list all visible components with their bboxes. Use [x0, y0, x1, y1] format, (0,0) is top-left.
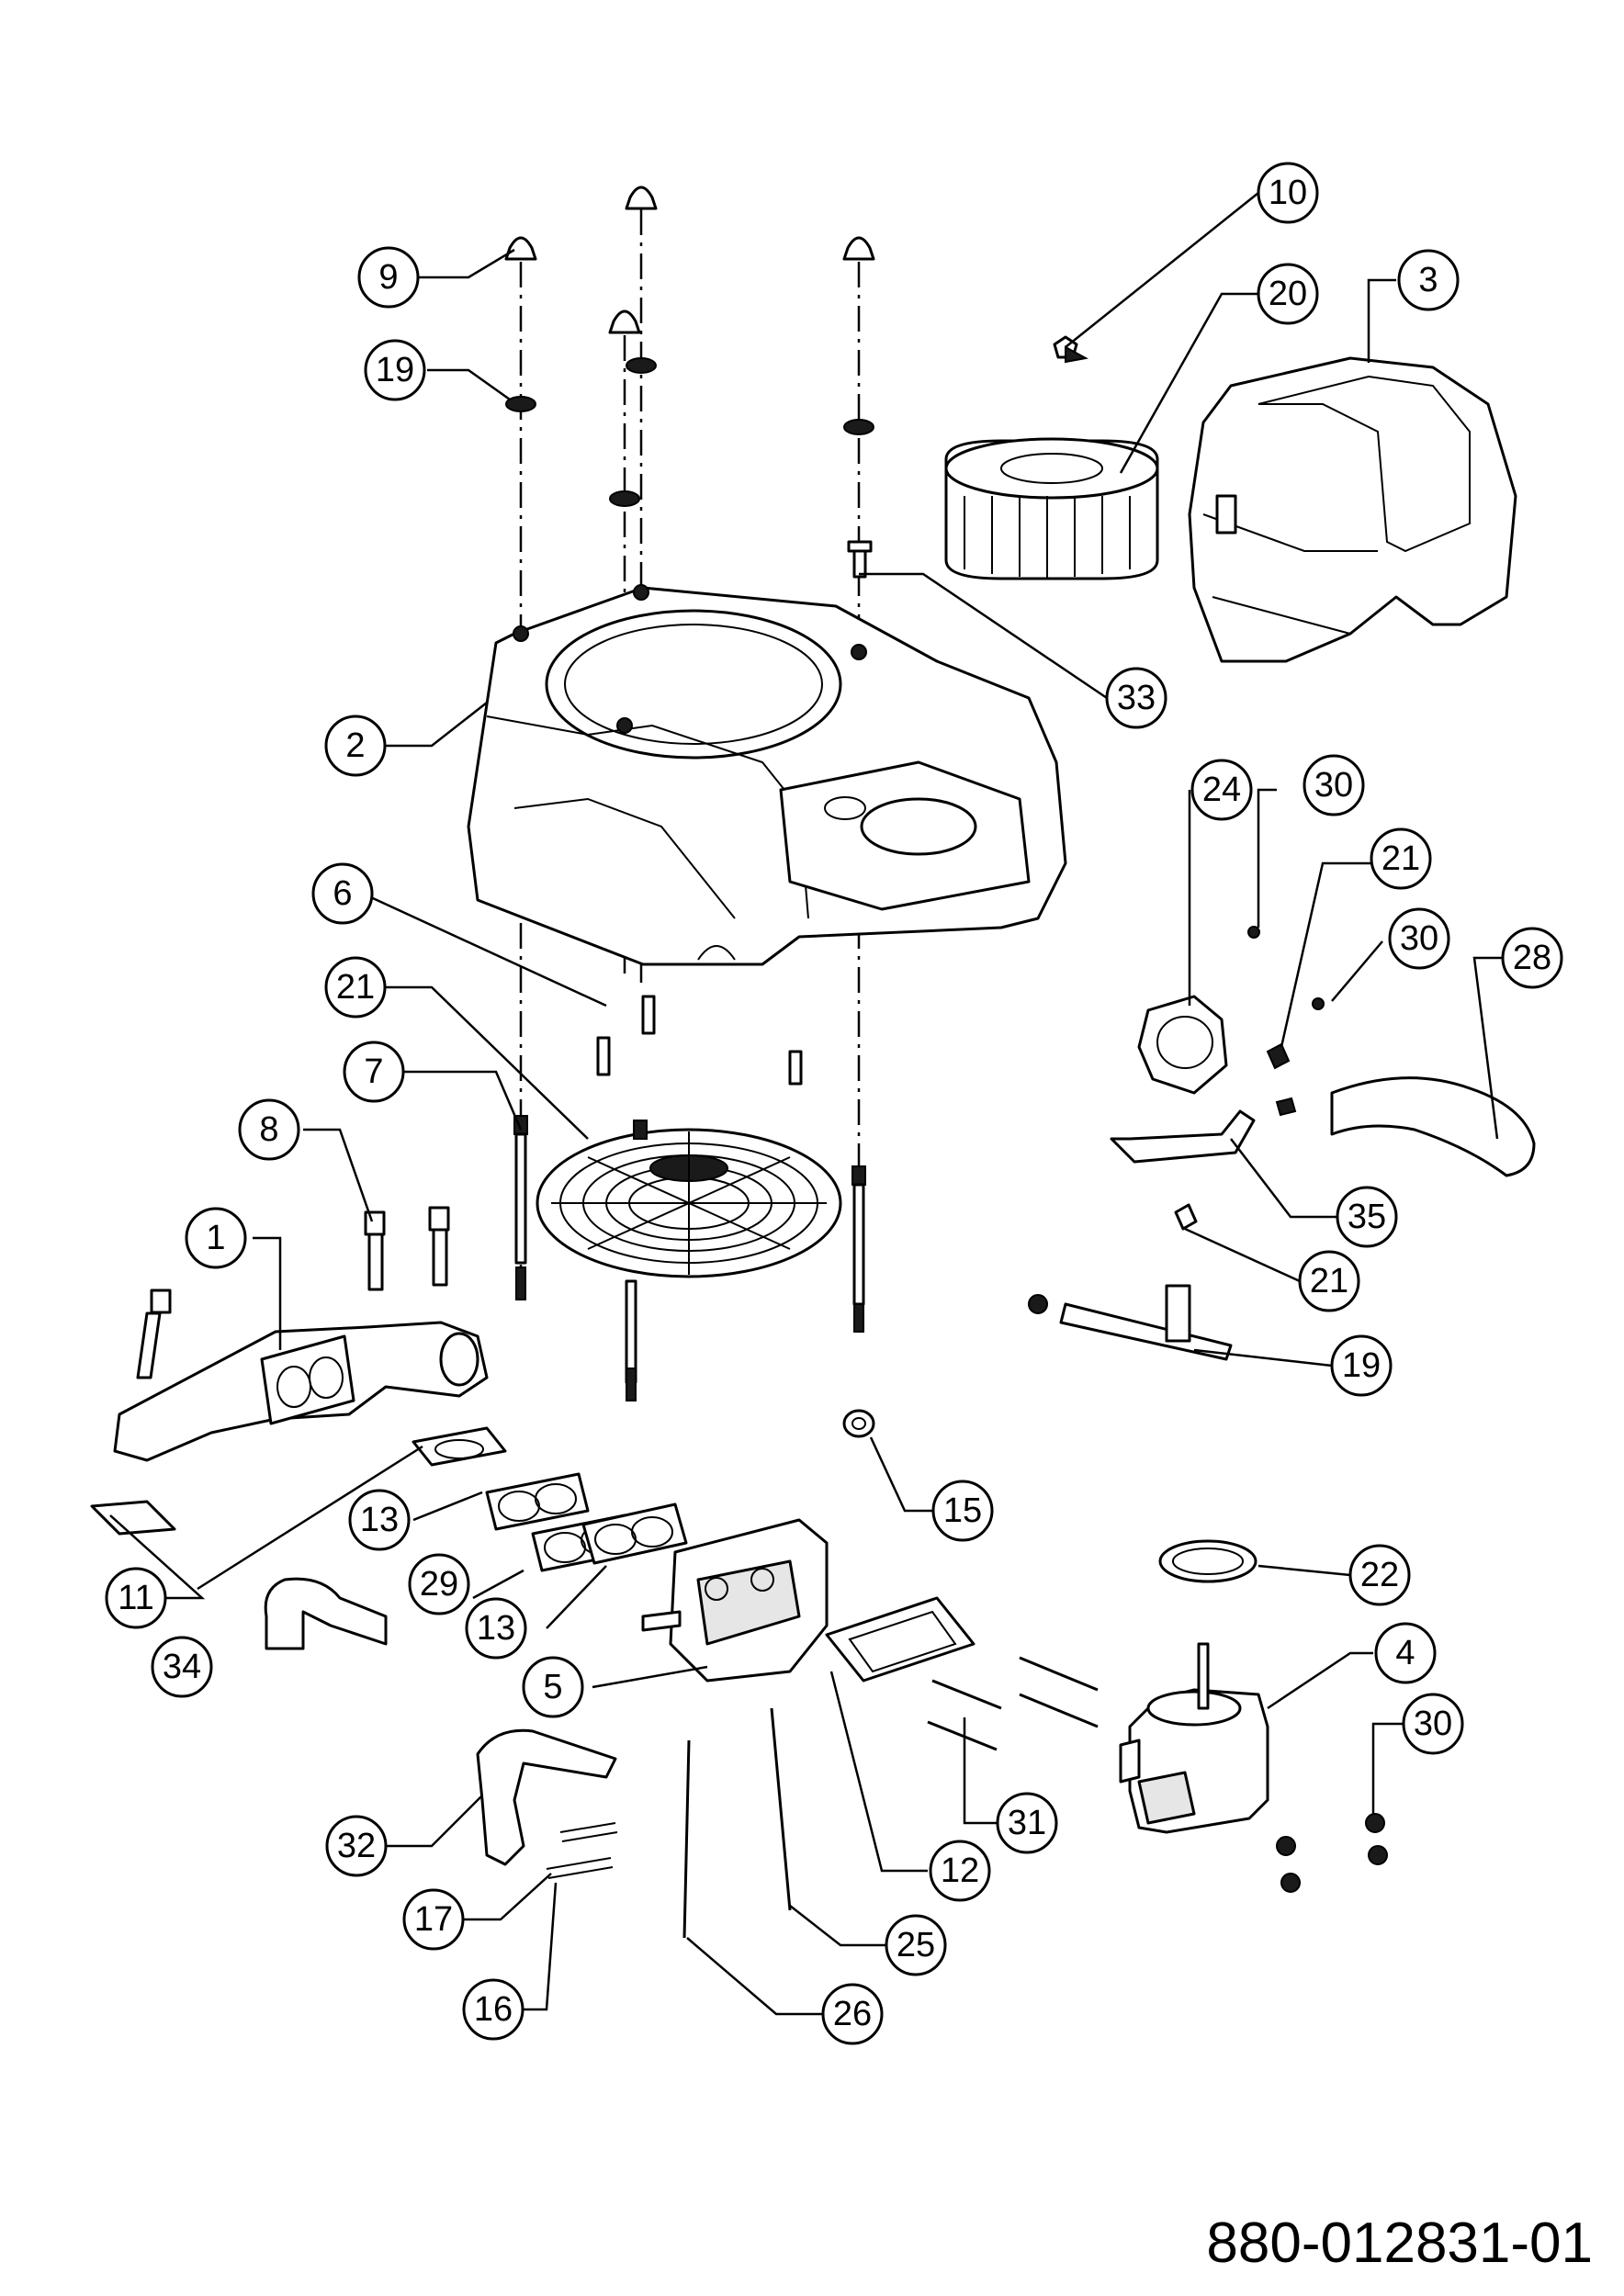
grommet — [842, 1409, 875, 1438]
svg-text:15: 15 — [943, 1491, 982, 1530]
callout-25: 24 — [1190, 759, 1253, 821]
callout-22: 21 — [324, 956, 387, 1019]
long-bolts — [513, 995, 866, 1401]
callout-bubbles: 9 19 10 20 3 2 33 6 21 7 8 1 24 30 21 30… — [105, 162, 1563, 2045]
carburetor — [641, 1518, 829, 1683]
svg-text:21: 21 — [1310, 1262, 1348, 1300]
blower-housing — [467, 584, 1067, 966]
callout-31: 33 — [1105, 667, 1167, 729]
callout-20: 20 — [1257, 263, 1319, 325]
callout-9: 9 — [357, 246, 420, 309]
top-nuts-washers — [504, 186, 875, 579]
svg-text:33: 33 — [1117, 679, 1156, 717]
callout-12: 12 — [929, 1840, 991, 1902]
svg-text:25: 25 — [897, 1926, 935, 1964]
callout-32: 34 — [151, 1636, 213, 1698]
wing-nut — [1053, 335, 1088, 364]
svg-text:13: 13 — [477, 1609, 515, 1648]
callout-1: 1 — [185, 1207, 247, 1269]
svg-text:22: 22 — [1360, 1556, 1399, 1594]
callout-24: 22 — [1348, 1544, 1411, 1606]
callout-19-top: 19 — [364, 339, 426, 401]
callout-16: 16 — [462, 1978, 524, 2041]
callout-30-top: 30 — [1303, 754, 1365, 816]
callout-15: 15 — [931, 1480, 994, 1542]
gaskets — [90, 1426, 688, 1572]
svg-text:16: 16 — [474, 1990, 513, 2029]
leader-lines — [109, 192, 1502, 2016]
svg-text:34: 34 — [163, 1648, 201, 1686]
svg-text:7: 7 — [364, 1052, 383, 1091]
callout-34: 32 — [325, 1815, 388, 1877]
svg-text:17: 17 — [414, 1900, 453, 1939]
svg-text:21: 21 — [1382, 839, 1420, 878]
svg-text:1: 1 — [206, 1219, 225, 1257]
svg-text:3: 3 — [1418, 261, 1438, 299]
elbow-hose — [264, 1577, 388, 1650]
callout-3: 3 — [1397, 249, 1460, 311]
svg-text:9: 9 — [378, 258, 398, 297]
svg-text:30: 30 — [1314, 766, 1353, 805]
svg-text:11: 11 — [118, 1579, 153, 1617]
oil-filter-adapter — [1119, 1539, 1388, 1893]
svg-text:19: 19 — [376, 351, 414, 389]
svg-text:21: 21 — [336, 968, 375, 1007]
callout-21-bottom: 21 — [1298, 1250, 1360, 1312]
svg-text:32: 32 — [337, 1827, 376, 1865]
callout-6: 6 — [311, 862, 374, 925]
callout-35: 35 — [1336, 1186, 1398, 1248]
callout-8: 8 — [238, 1098, 300, 1161]
svg-text:29: 29 — [420, 1565, 458, 1604]
callout-11: 11 — [105, 1567, 167, 1629]
callout-29: 29 — [408, 1553, 470, 1615]
callout-13-top: 13 — [348, 1489, 411, 1551]
callout-19-bottom: 19 — [1330, 1334, 1393, 1397]
callout-27: 26 — [821, 1983, 884, 2045]
governor-linkage — [476, 1707, 792, 1939]
callout-13-bottom: 13 — [465, 1597, 527, 1660]
svg-text:31: 31 — [1008, 1804, 1046, 1842]
svg-text:35: 35 — [1348, 1198, 1386, 1236]
document-number: 880-012831-01 — [1206, 2212, 1593, 2275]
svg-text:20: 20 — [1269, 275, 1307, 313]
svg-text:4: 4 — [1395, 1634, 1415, 1672]
studs — [927, 1656, 1099, 1751]
fuel-system — [1028, 926, 1536, 1361]
fan-screen — [536, 1128, 842, 1278]
intake-manifold — [113, 1321, 489, 1462]
callout-17: 17 — [402, 1888, 465, 1951]
svg-text:6: 6 — [333, 874, 352, 913]
callout-33: 31 — [996, 1792, 1058, 1854]
svg-text:30: 30 — [1414, 1705, 1452, 1743]
callout-4: 4 — [1374, 1622, 1437, 1684]
air-filter — [944, 437, 1159, 580]
callout-30-bottom: 30 — [1402, 1693, 1464, 1755]
callout-28: 28 — [1501, 927, 1563, 989]
callout-21-top: 21 — [1370, 827, 1432, 890]
svg-text:28: 28 — [1513, 939, 1551, 977]
carb-gasket — [825, 1596, 976, 1683]
svg-text:26: 26 — [833, 1995, 872, 2033]
svg-text:8: 8 — [259, 1110, 278, 1149]
svg-text:24: 24 — [1202, 771, 1241, 809]
air-cleaner-cover — [1188, 356, 1517, 663]
callout-5: 5 — [522, 1656, 584, 1718]
svg-text:19: 19 — [1342, 1346, 1381, 1385]
svg-text:12: 12 — [941, 1851, 979, 1890]
svg-text:30: 30 — [1400, 919, 1438, 958]
svg-text:5: 5 — [543, 1668, 562, 1706]
callout-10: 10 — [1257, 162, 1319, 224]
callout-2: 2 — [324, 715, 387, 777]
callout-30-mid: 30 — [1388, 907, 1450, 970]
callout-7: 7 — [343, 1041, 405, 1103]
callout-26: 25 — [885, 1914, 947, 1976]
svg-text:13: 13 — [360, 1501, 399, 1539]
svg-text:10: 10 — [1269, 174, 1307, 212]
svg-text:2: 2 — [345, 726, 365, 765]
